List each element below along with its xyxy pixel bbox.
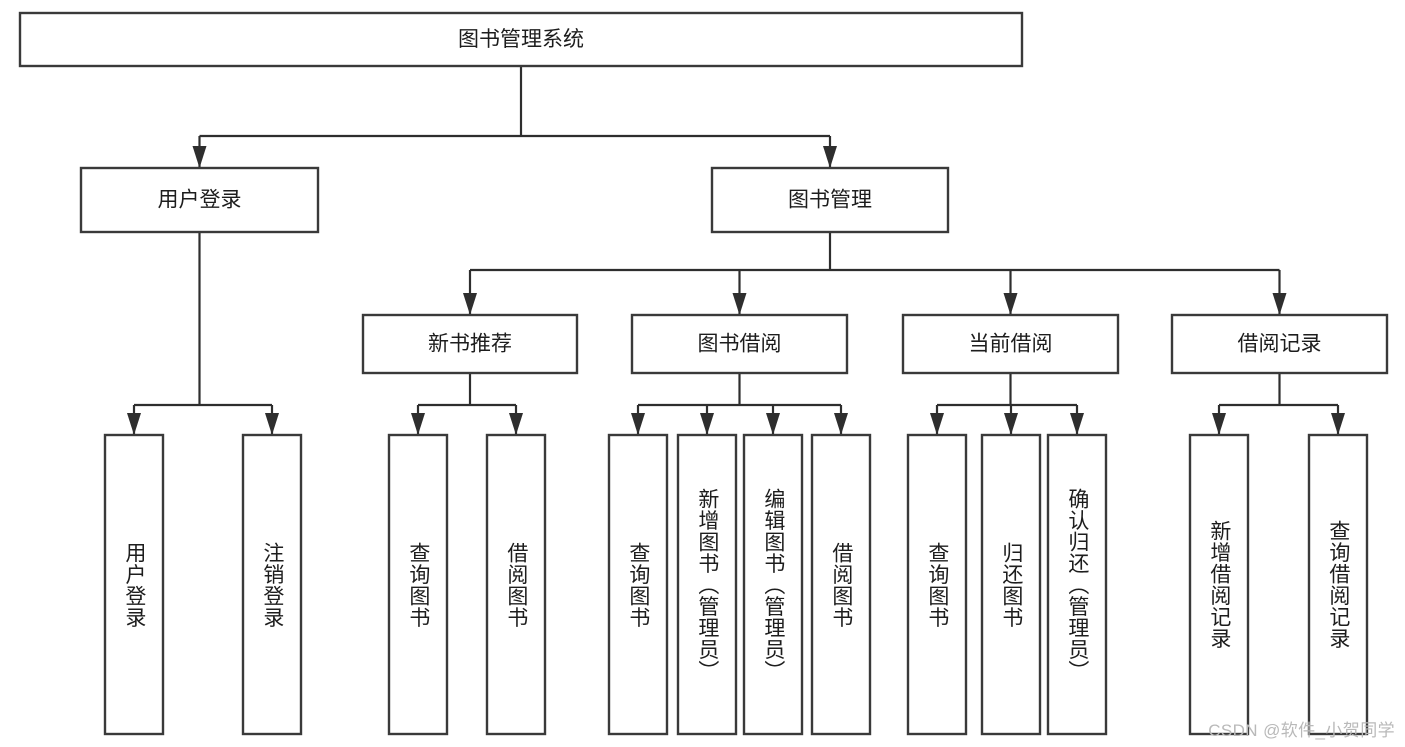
connector-layer (127, 66, 1345, 435)
leaf-node-box[interactable] (676, 433, 738, 736)
arrow-head-icon (265, 413, 279, 435)
leaf-node-box[interactable] (906, 433, 968, 736)
level3-node-box[interactable] (630, 313, 849, 375)
level3-node-label: 图书借阅 (698, 333, 782, 356)
arrow-head-icon (192, 146, 207, 168)
leaf-node-box[interactable] (810, 433, 872, 736)
arrow-head-icon (1212, 413, 1226, 435)
arrow-head-icon (1070, 413, 1084, 435)
leaf-node-box[interactable] (387, 433, 449, 736)
level3-node-label: 新书推荐 (428, 333, 512, 356)
arrow-head-icon (732, 293, 747, 315)
arrow-head-icon (834, 413, 848, 435)
arrow-head-icon (1272, 293, 1287, 315)
root-node-label: 图书管理系统 (458, 28, 584, 51)
leaf-node-box[interactable] (1307, 433, 1369, 736)
leaf-node-box[interactable] (241, 433, 303, 736)
leaf-node-box[interactable] (485, 433, 547, 736)
arrow-head-icon (631, 413, 645, 435)
level3-node-box[interactable] (361, 313, 579, 375)
level2-node-label: 图书管理 (788, 189, 872, 212)
level2-node-box[interactable] (710, 166, 950, 234)
arrow-head-icon (823, 146, 837, 168)
level3-node-box[interactable] (901, 313, 1120, 375)
level3-node-box[interactable] (1170, 313, 1389, 375)
root-node-box[interactable] (18, 11, 1024, 68)
arrow-head-icon (509, 413, 523, 435)
watermark: CSDN @软件_小贺同学 (1208, 721, 1395, 740)
level3-node-label: 当前借阅 (969, 333, 1053, 356)
arrow-head-icon (930, 413, 944, 435)
arrow-head-icon (463, 293, 477, 315)
arrow-head-icon (127, 413, 141, 435)
arrow-head-icon (1331, 413, 1345, 435)
leaf-node-box[interactable] (980, 433, 1042, 736)
leaf-node-box[interactable] (103, 433, 165, 736)
arrow-head-icon (411, 413, 425, 435)
leaf-node-box[interactable] (607, 433, 669, 736)
box-layer (18, 11, 1389, 736)
arrow-head-icon (700, 413, 714, 435)
arrow-head-icon (1004, 413, 1018, 435)
arrow-head-icon (766, 413, 780, 435)
level2-node-box[interactable] (79, 166, 320, 234)
level2-node-label: 用户登录 (158, 189, 242, 212)
leaf-node-box[interactable] (1046, 433, 1108, 736)
level3-node-label: 借阅记录 (1238, 333, 1322, 356)
arrow-head-icon (1003, 293, 1018, 315)
leaf-node-box[interactable] (1188, 433, 1250, 736)
leaf-node-box[interactable] (742, 433, 804, 736)
